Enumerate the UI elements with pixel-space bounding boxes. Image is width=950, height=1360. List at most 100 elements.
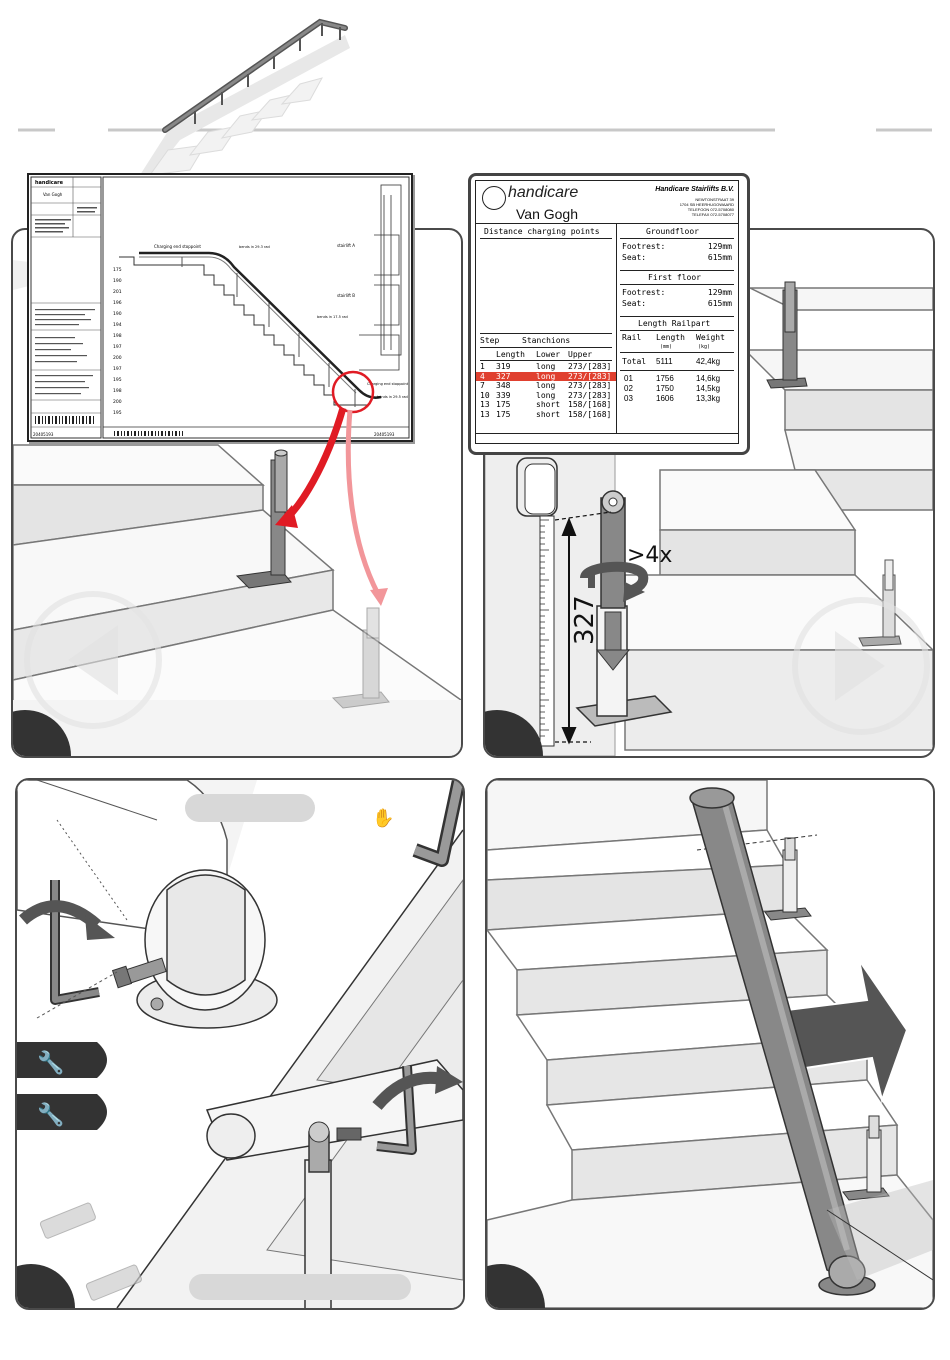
stanchion-lower: long (536, 390, 556, 400)
stanchion-step: 13 (480, 409, 490, 419)
riser-height-label: 201 (113, 289, 122, 295)
stanchion-upper: 158/[168] (568, 400, 612, 409)
rail-header-length-unit: (mm) (660, 344, 673, 350)
info-card: handicare Van Gogh Handicare Stairlifts … (468, 173, 750, 455)
header-graphic (18, 18, 932, 178)
corner-marker (13, 710, 71, 756)
stanchion-step: 7 (480, 381, 485, 390)
rotate-arrow-icon (580, 561, 649, 602)
card-company: Handicare Stairlifts B.V. (655, 186, 734, 193)
row-label: Footrest: (622, 242, 666, 251)
next-arrow-icon[interactable] (792, 597, 930, 735)
rail-length: 1606 (656, 394, 674, 403)
label-bends-3: bends in 29.5 rad (377, 395, 408, 399)
rail-rail: 02 (624, 384, 633, 393)
bolt-detail (111, 957, 167, 989)
rail-rail: 01 (624, 374, 633, 383)
rail-weight: 14,6kg (696, 374, 721, 383)
stanchion-lower: short (536, 409, 561, 419)
rail-length: 1756 (656, 374, 674, 383)
stanchion-header-title: Stanchions (522, 336, 571, 345)
rail-weight: 13,3kg (696, 394, 721, 403)
header-stair-icon (140, 18, 350, 178)
row-label: Seat: (622, 299, 647, 308)
rail-row: 01 1756 14,6kg (622, 374, 734, 384)
stanchion-faded (331, 607, 390, 709)
riser-height-label: 190 (113, 311, 122, 317)
firstfloor-row: Footrest:129mm (620, 287, 734, 298)
rail-total-weight: 42,4kg (696, 357, 721, 366)
address-line: NEWTONSTRAAT 39 (695, 197, 734, 202)
stanchion-header-length: Length (496, 350, 525, 359)
doc-number-left: 20405193 (33, 432, 54, 437)
railpart-title: Length Railpart (638, 319, 711, 328)
stanchion-lower: long (536, 371, 556, 381)
brand-small: handicare (35, 180, 64, 186)
stanchion-step: 10 (480, 390, 490, 400)
stanchion-length: 339 (496, 390, 511, 400)
corner-marker (485, 710, 543, 756)
callout-arrows (275, 407, 388, 606)
rail-total-label: Total (622, 357, 647, 366)
hand-icon: ✋ (372, 807, 394, 829)
rail-header-length: Length (656, 333, 685, 342)
panel-adjust-stanchion: 327 >4x (483, 228, 935, 758)
groundfloor-row: Footrest: 129mm (620, 241, 734, 252)
rail-total-length: 5111 (656, 357, 673, 366)
riser-height-label: 198 (113, 333, 122, 339)
distance-title: Distance charging points (484, 227, 600, 236)
panel2-illustration: 327 >4x (485, 281, 933, 756)
allen-key-detail (36, 880, 118, 1019)
stanchion-length: 175 (496, 409, 511, 419)
riser-height-label: 195 (113, 410, 122, 416)
stanchion-lower: long (536, 381, 556, 390)
rotate-count-label: >4x (627, 543, 672, 568)
bottom-bracket (818, 1255, 876, 1296)
dimension-line (554, 511, 612, 745)
label-bends-1: bends in 29.3 rad (239, 245, 270, 249)
wrench-badge-2: 🔧 (17, 1094, 107, 1130)
groundfloor-row: Seat:615mm (620, 252, 734, 263)
row-value: 129mm (707, 242, 732, 251)
client-small: Van Gogh (43, 192, 63, 197)
stanchion-length: 348 (496, 381, 511, 390)
firstfloor-row: Seat: 615mm (620, 298, 734, 309)
stanchion-lower (842, 1115, 890, 1201)
stanchion-upper (764, 837, 812, 921)
row-value: 615mm (707, 299, 732, 308)
barcode-left (35, 416, 94, 424)
rail-rail: 03 (624, 394, 633, 403)
row-label: Seat: (622, 253, 647, 262)
callout-arrow-light (345, 409, 381, 596)
riser-height-label: 198 (113, 388, 122, 394)
riser-height-label: 200 (113, 355, 122, 361)
row-value: 129mm (707, 288, 732, 297)
stanchion-length: 327 (496, 371, 511, 381)
turn-arrow-right-icon (372, 1066, 463, 1110)
stanchion-header-step: Step (480, 336, 500, 345)
riser-height-label: 200 (113, 399, 122, 405)
prev-arrow-icon[interactable] (24, 591, 162, 729)
rail-length: 1750 (656, 384, 674, 393)
barcode-bottom (114, 431, 183, 436)
label-charging-end: Charging end stoppoint (154, 244, 201, 249)
stanchion-row: 7 348 long 273/[283] (476, 381, 616, 391)
riser-height-label: 197 (113, 344, 122, 350)
dimension-label: 327 (570, 595, 600, 645)
address-line: TELEFAX 072-5708077 (691, 212, 734, 217)
stanchion-upper: 273/[283] (568, 381, 612, 390)
stanchion-mounted (235, 449, 292, 589)
allen-key-right (376, 1065, 417, 1155)
folding-rule-icon (516, 457, 558, 747)
label-bottom: Charging end stoppoint (367, 382, 409, 386)
turn-arrow-icon (19, 900, 115, 940)
card-client: Van Gogh (516, 206, 579, 222)
stanchion-upper: 273/[283] (568, 362, 612, 371)
stanchion-step: 1 (480, 362, 485, 371)
